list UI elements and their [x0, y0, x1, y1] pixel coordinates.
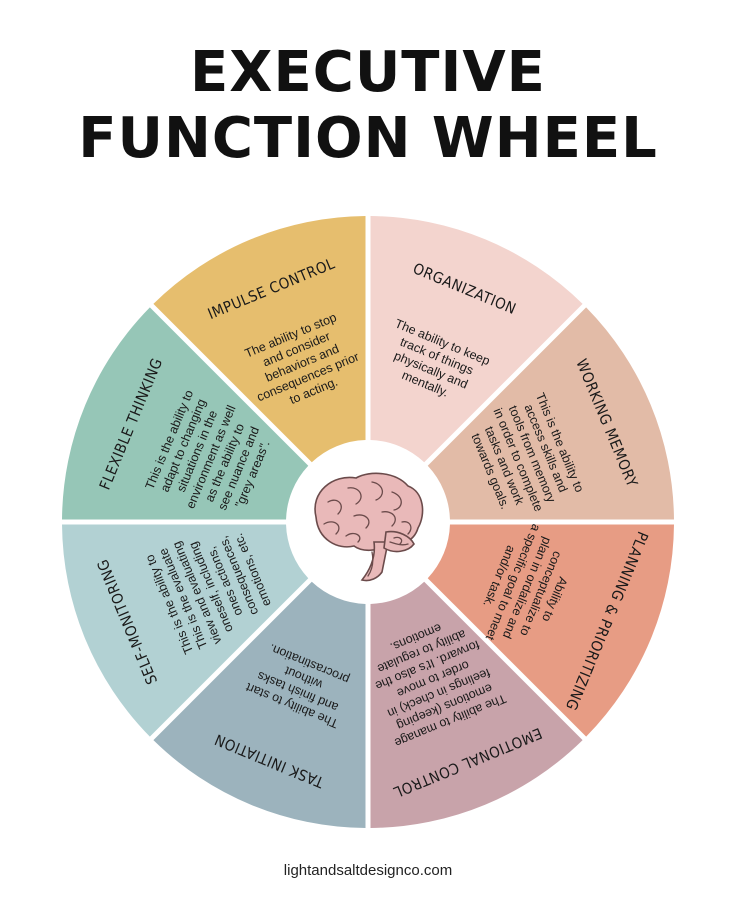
segment-wedge-emotional — [370, 581, 583, 828]
segment-wedge-impulse — [153, 216, 366, 463]
title-line-1: EXECUTIVE — [190, 40, 546, 105]
segment-wedge-self — [62, 524, 309, 737]
page-title: EXECUTIVE FUNCTION WHEEL — [0, 40, 736, 172]
segment-description-working: This is the ability toaccess skills andt… — [463, 389, 588, 525]
segment-wedge-planning — [427, 524, 674, 737]
brain-shape — [360, 541, 389, 582]
title-line-2: FUNCTION WHEEL — [78, 106, 658, 171]
segment-wedge-task — [153, 581, 366, 828]
brain-shape — [383, 530, 415, 553]
brain-shape — [314, 472, 424, 552]
brain-shape — [323, 481, 412, 577]
website-credit: lightandsaltdesignco.com — [283, 862, 453, 879]
segment-wedge-organization — [370, 216, 583, 463]
segment-wedge-flexible — [62, 307, 309, 520]
brain-icon — [314, 472, 424, 582]
segment-wedge-working — [427, 307, 674, 520]
